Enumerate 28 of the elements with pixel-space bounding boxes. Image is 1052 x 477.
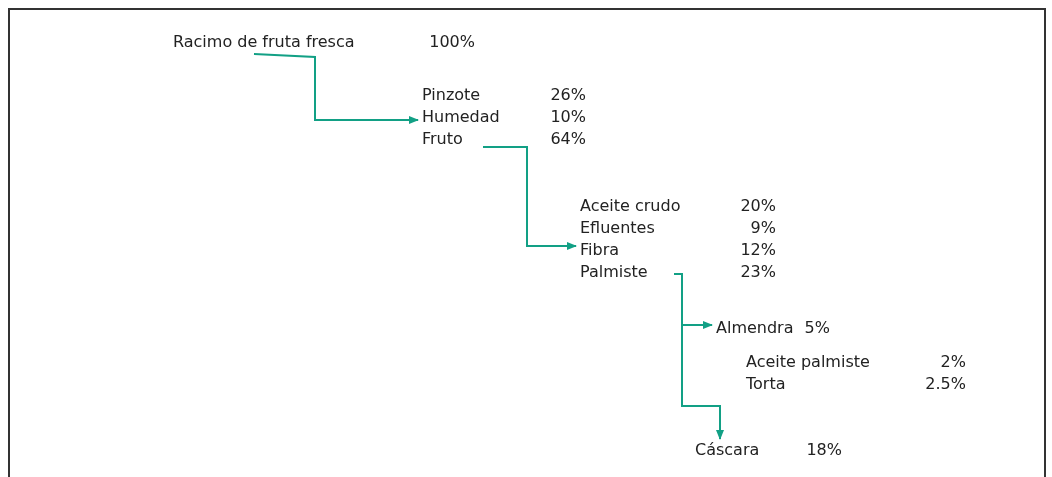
item-name: Palmiste — [580, 261, 648, 283]
item-name: Pinzote — [422, 84, 481, 106]
arrow — [253, 53, 419, 124]
arrow — [681, 273, 724, 440]
item-name: Racimo de fruta fresca — [173, 31, 355, 53]
percentage: 5% — [804, 317, 830, 339]
item-name: Almendra — [716, 317, 794, 339]
percentage: 23% — [740, 261, 776, 283]
percentage: 9% — [750, 217, 776, 239]
item-name: Fruto — [422, 128, 463, 150]
item-name: Aceite crudo — [580, 195, 681, 217]
percentage: 12% — [740, 239, 776, 261]
percentage: 2.5% — [925, 373, 966, 395]
percentage: 18% — [806, 439, 842, 461]
percentage: 2% — [940, 351, 966, 373]
item-name: Torta — [746, 373, 786, 395]
arrow — [673, 273, 713, 329]
arrow — [482, 146, 577, 250]
item-name: Aceite palmiste — [746, 351, 870, 373]
percentage: 10% — [550, 106, 586, 128]
item-name: Cáscara — [695, 439, 760, 461]
percentage: 26% — [550, 84, 586, 106]
item-name: Humedad — [422, 106, 500, 128]
percentage: 20% — [740, 195, 776, 217]
item-name: Fibra — [580, 239, 620, 261]
percentage: 100% — [429, 31, 475, 53]
item-name: Efluentes — [580, 217, 655, 239]
percentage: 64% — [550, 128, 586, 150]
